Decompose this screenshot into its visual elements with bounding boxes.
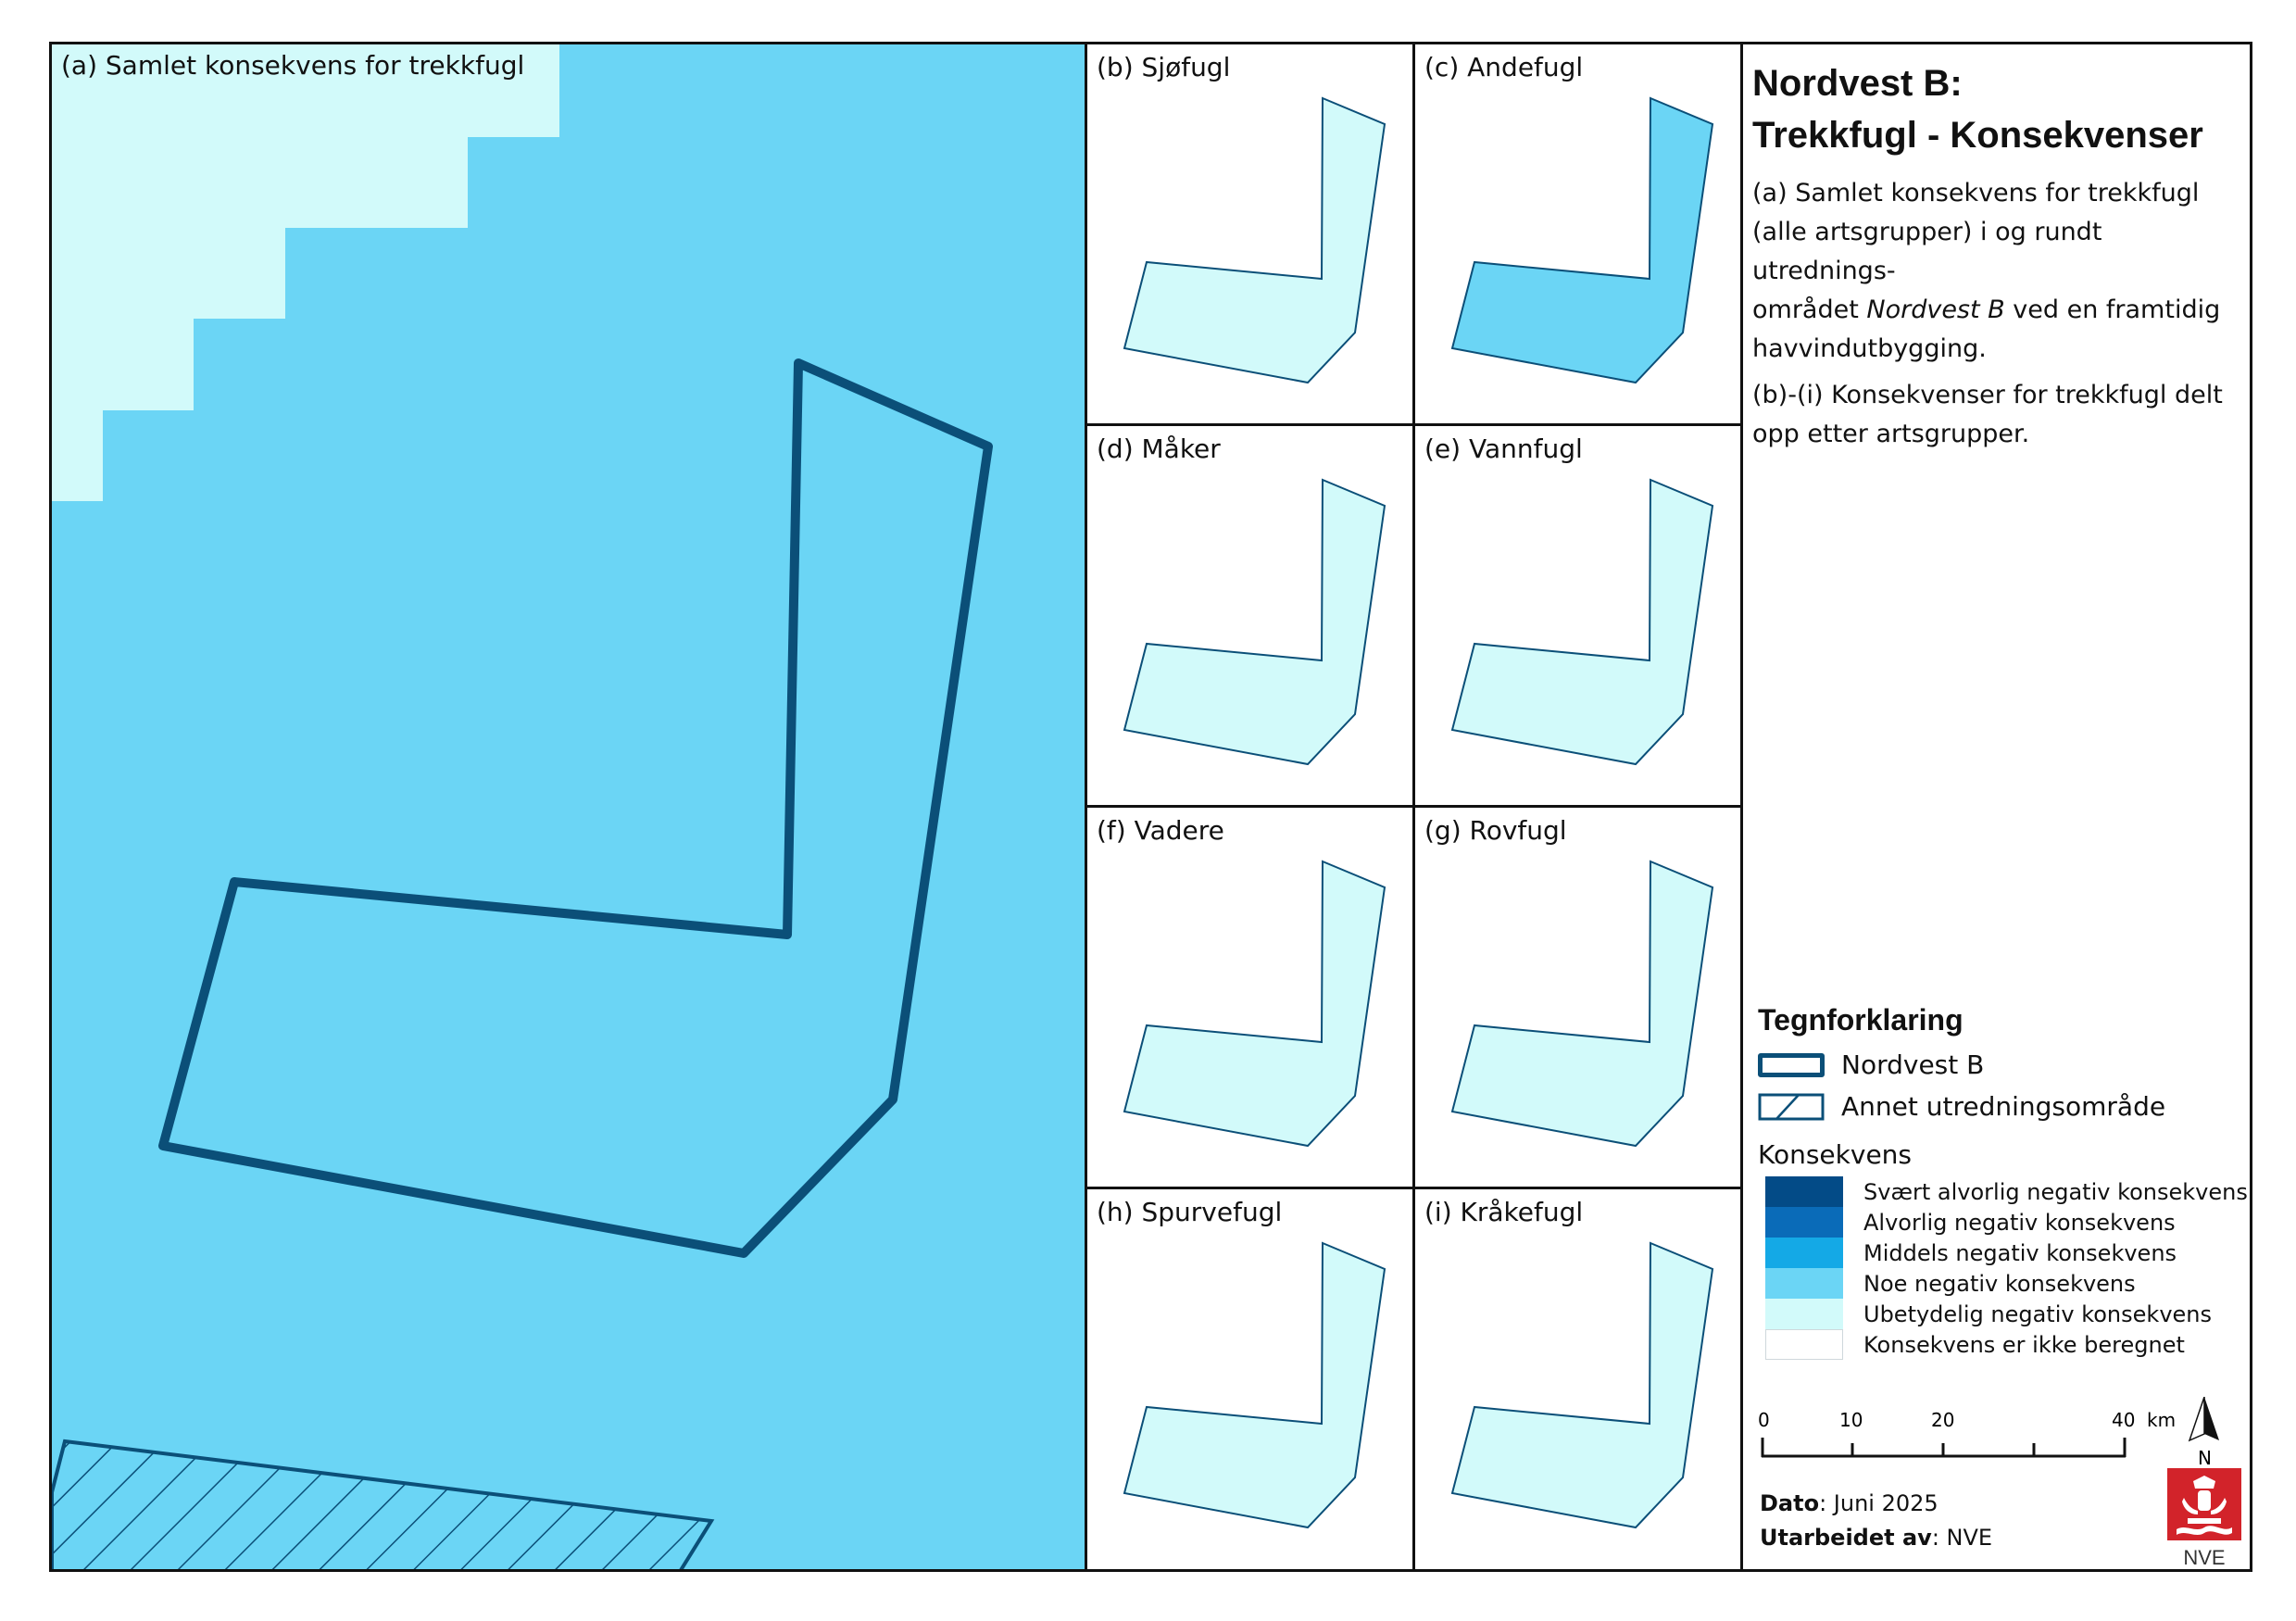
legend-class-row: Konsekvens er ikke beregnet <box>1765 1329 2248 1360</box>
panel-label: (h) Spurvefugl <box>1097 1197 1283 1227</box>
color-swatch <box>1765 1238 1843 1268</box>
color-swatch <box>1765 1299 1843 1329</box>
desc-a-line: (a) Samlet konsekvens for trekkfugl <box>1752 179 2200 207</box>
konsekvens-title: Konsekvens <box>1758 1139 1913 1170</box>
nordvest-b-area <box>1123 96 1386 384</box>
legend-class-row: Svært alvorlig negativ konsekvens <box>1765 1176 2248 1207</box>
color-swatch <box>1765 1268 1843 1299</box>
panel-sjofugl-map <box>1123 96 1386 384</box>
panel-rovfugl: (g) Rovfugl <box>1412 805 1743 1189</box>
panel-label: (c) Andefugl <box>1424 52 1584 82</box>
nordvest-b-outline <box>158 358 993 1258</box>
annet-utredningsomrade <box>52 1439 715 1569</box>
nordvest-b-area <box>1123 860 1386 1148</box>
main-map-svg <box>52 44 993 1569</box>
dato-line: Dato: Juni 2025 <box>1760 1487 1992 1521</box>
panel-vadere: (f) Vadere <box>1085 805 1415 1189</box>
panel-spurvefugl: (h) Spurvefugl <box>1085 1187 1415 1572</box>
desc-b-line: opp etter artsgrupper. <box>1752 420 2030 448</box>
panel-label: (i) Kråkefugl <box>1424 1197 1584 1227</box>
panel-rovfugl-map <box>1450 860 1714 1148</box>
legend-class-label: Middels negativ konsekvens <box>1863 1239 2177 1266</box>
scale-bar-line <box>1761 1438 2127 1458</box>
scale-tick-label: 20 <box>1931 1409 1954 1431</box>
map-metadata: Dato: Juni 2025 Utarbeidet av: NVE <box>1760 1487 1992 1555</box>
desc-a-line: havvindutbygging. <box>1752 334 1987 363</box>
outline-symbol <box>1758 1052 1825 1077</box>
map-title: Nordvest B: Trekkfugl - Konsekvenser <box>1752 57 2243 161</box>
utarbeidet-label: Utarbeidet av <box>1760 1525 1932 1551</box>
scale-tick-label: 40 <box>2112 1409 2135 1431</box>
title-line-2: Trekkfugl - Konsekvenser <box>1752 115 2203 156</box>
ubetydelig-area <box>52 44 559 501</box>
legend-class-row: Alvorlig negativ konsekvens <box>1765 1207 2248 1238</box>
desc-a-line: ved en framtidig <box>2004 295 2221 324</box>
panel-vannfugl-map <box>1450 478 1714 766</box>
main-map-panel: (a) Samlet konsekvens for trekkfugl <box>49 42 1087 1572</box>
legend-class-label: Noe negativ konsekvens <box>1863 1270 2136 1297</box>
scale-unit: km <box>2147 1409 2176 1431</box>
nordvest-b-area <box>1450 478 1714 766</box>
scale-tick-label: 10 <box>1839 1409 1863 1431</box>
legend-item-annet: Annet utredningsområde <box>1758 1091 2165 1122</box>
nve-logo-text: NVE <box>2183 1546 2225 1569</box>
map-description: (a) Samlet konsekvens for trekkfugl (all… <box>1752 174 2243 461</box>
nordvest-b-area <box>1123 478 1386 766</box>
color-swatch <box>1765 1207 1843 1238</box>
hatch-symbol <box>1758 1093 1825 1120</box>
panel-maker: (d) Måker <box>1085 423 1415 808</box>
panel-label: (f) Vadere <box>1097 815 1224 846</box>
north-label: N <box>2198 1447 2212 1469</box>
main-panel-label: (a) Samlet konsekvens for trekkfugl <box>61 50 525 81</box>
panel-krakefugl: (i) Kråkefugl <box>1412 1187 1743 1572</box>
legend-class-label: Alvorlig negativ konsekvens <box>1863 1209 2176 1236</box>
north-arrow-icon: N <box>2188 1397 2219 1469</box>
nordvest-b-area <box>1450 96 1714 384</box>
legend-class-label: Svært alvorlig negativ konsekvens <box>1863 1178 2248 1205</box>
info-sidebar: Nordvest B: Trekkfugl - Konsekvenser (a)… <box>1740 42 2252 1572</box>
panel-label: (e) Vannfugl <box>1424 434 1583 464</box>
color-swatch <box>1765 1176 1843 1207</box>
legend-class-row: Ubetydelig negativ konsekvens <box>1765 1299 2248 1329</box>
panel-label: (g) Rovfugl <box>1424 815 1567 846</box>
panel-vadere-map <box>1123 860 1386 1148</box>
legend-class-row: Noe negativ konsekvens <box>1765 1268 2248 1299</box>
dato-label: Dato <box>1760 1490 1820 1516</box>
scale-bar: 0 10 20 40 km N <box>1758 1397 2219 1469</box>
dato-value: : Juni 2025 <box>1819 1490 1938 1516</box>
utarbeidet-value: : NVE <box>1931 1525 1993 1551</box>
desc-b: (b)-(i) Konsekvenser for trekkfugl delt … <box>1752 376 2243 454</box>
legend-label: Nordvest B <box>1841 1049 1985 1080</box>
desc-b-line: (b)-(i) Konsekvenser for trekkfugl delt <box>1752 381 2223 409</box>
legend-class-row: Middels negativ konsekvens <box>1765 1238 2248 1268</box>
legend-class-label: Konsekvens er ikke beregnet <box>1863 1331 2185 1358</box>
konsekvens-legend: Svært alvorlig negativ konsekvens Alvorl… <box>1765 1176 2248 1360</box>
nordvest-b-area <box>1123 1241 1386 1529</box>
legend-title: Tegnforklaring <box>1758 1003 1964 1037</box>
nordvest-b-area <box>1450 1241 1714 1529</box>
legend-label: Annet utredningsområde <box>1841 1091 2166 1122</box>
panel-label: (b) Sjøfugl <box>1097 52 1231 82</box>
panel-vannfugl: (e) Vannfugl <box>1412 423 1743 808</box>
panel-andefugl-map <box>1450 96 1714 384</box>
panel-sjofugl: (b) Sjøfugl <box>1085 42 1415 426</box>
utarbeidet-line: Utarbeidet av: NVE <box>1760 1521 1992 1555</box>
panel-label: (d) Måker <box>1097 434 1221 464</box>
color-swatch <box>1765 1329 1843 1360</box>
desc-a-line: området <box>1752 295 1867 324</box>
desc-a: (a) Samlet konsekvens for trekkfugl (all… <box>1752 174 2243 369</box>
species-panels-grid: (b) Sjøfugl (c) Andefugl (d) Måker (e) V… <box>1085 42 1743 1572</box>
scale-tick-label: 0 <box>1758 1409 1770 1431</box>
title-line-1: Nordvest B: <box>1752 63 1963 104</box>
desc-a-area-name: Nordvest B <box>1866 295 2005 324</box>
panel-maker-map <box>1123 478 1386 766</box>
legend-item-nordvest-b: Nordvest B <box>1758 1049 1984 1080</box>
panel-andefugl: (c) Andefugl <box>1412 42 1743 426</box>
nve-logo-icon: NVE <box>2167 1468 2241 1569</box>
desc-a-line: (alle artsgrupper) i og rundt utrednings… <box>1752 218 2102 285</box>
legend-class-label: Ubetydelig negativ konsekvens <box>1863 1301 2212 1327</box>
nordvest-b-area <box>1450 860 1714 1148</box>
panel-spurvefugl-map <box>1123 1241 1386 1529</box>
panel-krakefugl-map <box>1450 1241 1714 1529</box>
